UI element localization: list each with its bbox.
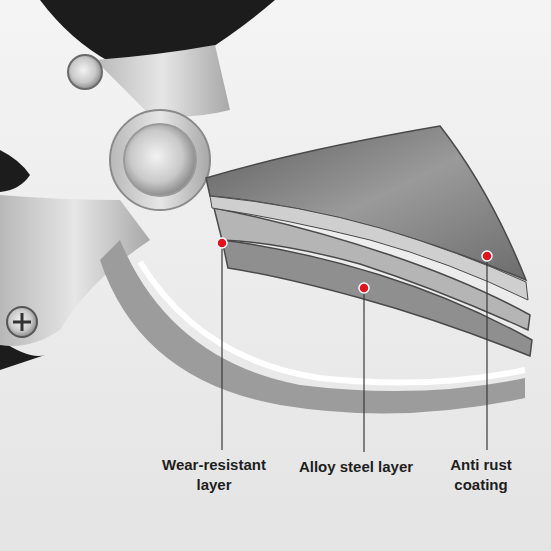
layer-edge — [210, 196, 528, 300]
pivot-bolt — [124, 124, 196, 196]
screw-slot — [13, 313, 31, 331]
screw — [7, 307, 37, 337]
part-label: Alloy steel layer — [299, 457, 413, 477]
marker-dot — [359, 283, 369, 293]
leader-line — [363, 291, 364, 452]
leader-line — [221, 246, 222, 450]
roller — [68, 55, 102, 89]
leader-line — [486, 259, 487, 450]
upper-arm — [95, 45, 230, 117]
marker-dot — [217, 238, 227, 248]
part-label: Anti rust coating — [438, 455, 524, 495]
part-label: Wear-resistant layer — [150, 455, 278, 495]
pivot-ring — [110, 110, 210, 210]
marker-dot — [482, 251, 492, 261]
lower-handle — [0, 150, 30, 192]
